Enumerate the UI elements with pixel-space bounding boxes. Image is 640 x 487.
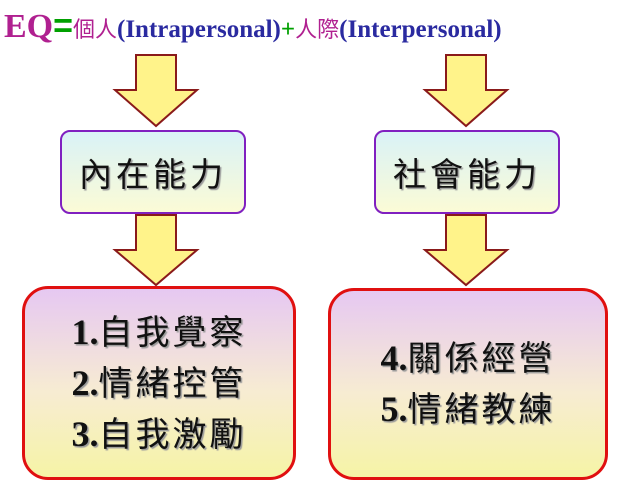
arrow-down-icon-left-top: [112, 54, 200, 128]
arrow-down-icon-right-bottom: [422, 214, 510, 287]
intrapersonal-ability-label: 內在能力: [79, 155, 227, 194]
skill-item-emotion-control: 2.情緒控管: [71, 362, 247, 404]
title-personal-cjk: 個人: [72, 18, 117, 43]
intrapersonal-skills-box: 1.自我覺察 2.情緒控管 3.自我激勵: [22, 286, 296, 480]
title-eq: EQ: [4, 8, 54, 45]
title-intrapersonal: (Intrapersonal): [117, 16, 281, 43]
interpersonal-ability-label: 社會能力: [393, 155, 541, 194]
diagram-title: EQ=個人(Intrapersonal)+人際(Interpersonal): [4, 6, 638, 46]
title-plus-sign: +: [280, 16, 296, 43]
intrapersonal-ability-box: 內在能力: [60, 130, 246, 214]
skill-item-self-awareness: 1.自我覺察: [71, 311, 247, 353]
interpersonal-skills-box: 4.關係經營 5.情緒教練: [328, 288, 608, 480]
skill-item-relationship-management: 4.關係經營: [380, 338, 556, 379]
title-interpersonal: (Interpersonal): [339, 16, 502, 43]
arrow-down-icon-left-bottom: [112, 214, 200, 287]
title-interpersonal-cjk: 人際: [295, 18, 340, 43]
arrow-down-icon-right-top: [422, 54, 510, 128]
interpersonal-ability-box: 社會能力: [374, 130, 560, 214]
skill-item-emotion-coaching: 5.情緒教練: [380, 389, 556, 430]
title-equals-sign: =: [53, 7, 73, 45]
skill-item-self-motivation: 3.自我激勵: [71, 413, 247, 455]
